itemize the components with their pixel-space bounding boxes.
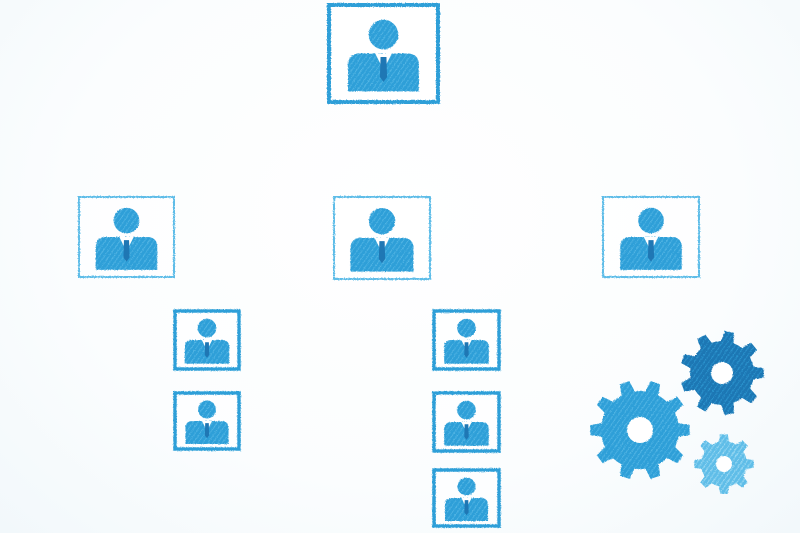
org-node-root [327, 3, 440, 104]
person-tie [204, 342, 210, 358]
person-tie [378, 241, 386, 264]
person-head [368, 208, 396, 235]
gear-icon-dark [681, 331, 764, 415]
person-tie [123, 240, 130, 262]
person-icon [444, 477, 489, 521]
gear-icon-large [590, 381, 690, 479]
person-head [457, 400, 476, 420]
org-node-manager-3 [602, 196, 700, 278]
person-head [457, 477, 476, 496]
person-head [113, 207, 140, 234]
person-icon [350, 208, 414, 272]
person-head [638, 207, 664, 234]
person-tie [204, 423, 210, 439]
person-icon [95, 207, 158, 270]
person-icon [184, 318, 230, 364]
person-head [197, 318, 217, 338]
person-icon [185, 400, 229, 444]
org-node-member-2a [432, 309, 501, 371]
person-icon [620, 207, 682, 270]
gear-icon-small [694, 434, 754, 494]
person-tie [464, 424, 469, 440]
person-tie [647, 240, 655, 262]
person-icon [348, 19, 419, 92]
person-head [368, 19, 399, 50]
org-nodes [78, 3, 700, 528]
person-head [198, 400, 216, 419]
gears-decoration [590, 331, 764, 494]
person-tie [464, 342, 469, 358]
person-head [457, 318, 476, 338]
person-tie [464, 500, 469, 516]
org-node-member-1b [173, 391, 241, 451]
person-tie [379, 57, 388, 82]
org-node-member-2b [432, 391, 501, 453]
org-node-manager-1 [78, 196, 175, 278]
org-node-manager-2 [333, 196, 431, 280]
org-node-member-1a [173, 309, 241, 371]
connector-lines [73, 112, 654, 498]
person-icon [444, 400, 489, 446]
org-node-member-2c [432, 468, 501, 528]
person-icon [444, 318, 489, 364]
